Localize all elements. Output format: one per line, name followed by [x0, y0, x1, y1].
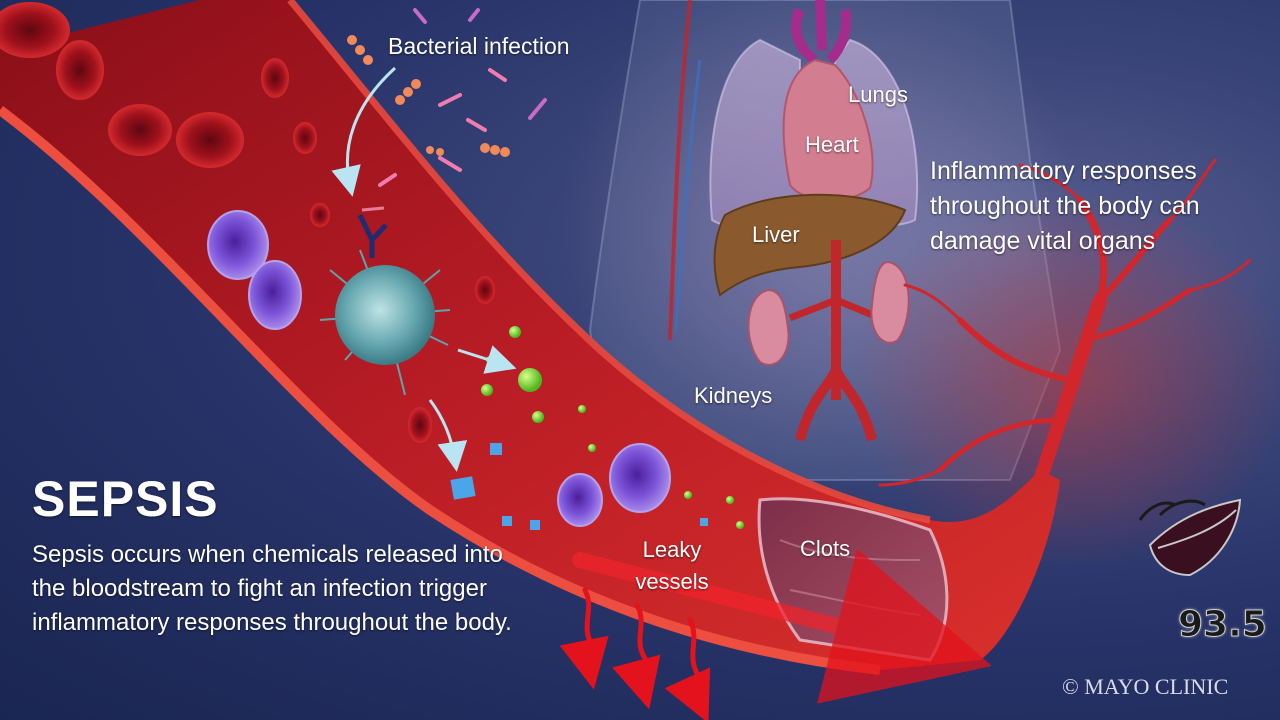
label-leaky-vessels: Leaky vessels: [635, 537, 709, 594]
bacteria: [347, 8, 547, 187]
copyright-credit: © MAYO CLINIC: [1062, 674, 1229, 699]
immune-cell: [319, 206, 451, 396]
label-lungs: Lungs: [848, 82, 908, 107]
flow-arrows: [331, 66, 517, 472]
red-blood-cells: [0, 2, 495, 443]
label-kidneys: Kidneys: [694, 383, 773, 408]
signature-logo: [1138, 498, 1242, 577]
kidney-right: [870, 260, 910, 344]
watermark-number: 93.5: [1178, 604, 1268, 646]
liver: [713, 193, 907, 297]
kidney-left: [747, 288, 790, 366]
label-inflammatory-responses: Inflammatory responses throughout the bo…: [930, 157, 1200, 255]
diagram-title: SEPSIS: [32, 471, 219, 527]
organs: [668, 0, 919, 442]
branching-artery: [878, 158, 1252, 487]
label-heart: Heart: [805, 132, 859, 157]
label-liver: Liver: [752, 222, 800, 247]
label-clots: Clots: [800, 536, 851, 561]
diagram-description: Sepsis occurs when chemicals released in…: [32, 541, 512, 636]
leak-arrows: [559, 548, 992, 720]
chemical-particles: [450, 326, 744, 530]
white-blood-cells: [207, 210, 671, 527]
label-bacterial-infection: Bacterial infection: [388, 33, 570, 59]
